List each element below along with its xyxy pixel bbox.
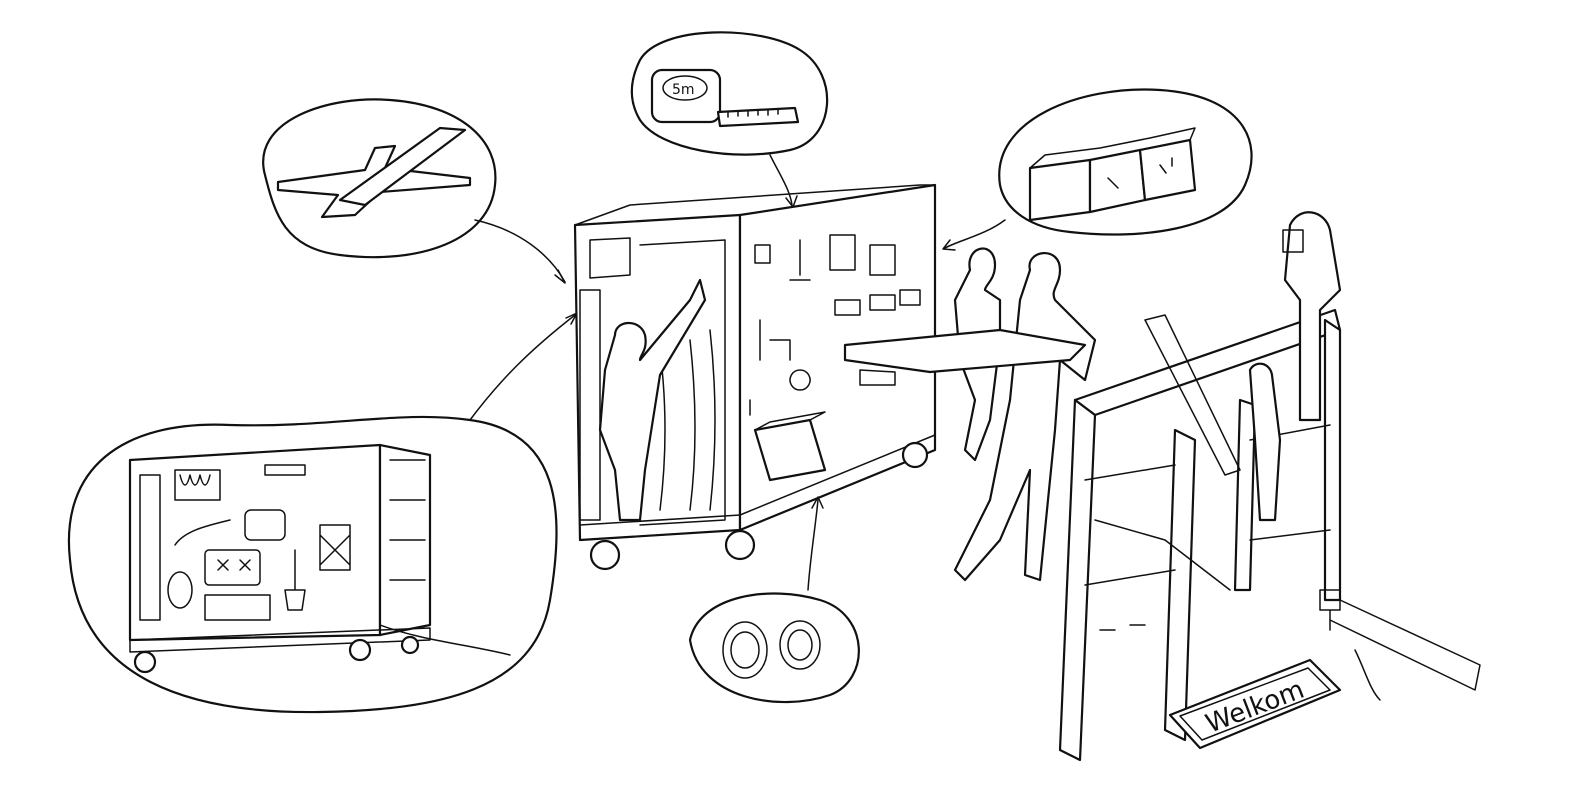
bubble-cart-detail xyxy=(67,312,578,714)
bubble-drawers xyxy=(942,88,1253,251)
main-tool-cart xyxy=(573,183,937,571)
tape-label: 5m xyxy=(672,82,695,98)
tape-measure-icon xyxy=(650,68,722,124)
bubble-planks xyxy=(262,98,566,284)
welcome-mat: Welkom xyxy=(1168,658,1342,750)
people-carrying-board xyxy=(843,247,1097,582)
bubble-tape-measure: 5m xyxy=(630,31,829,208)
door-frame xyxy=(1058,211,1481,762)
bubble-rope xyxy=(688,496,860,704)
